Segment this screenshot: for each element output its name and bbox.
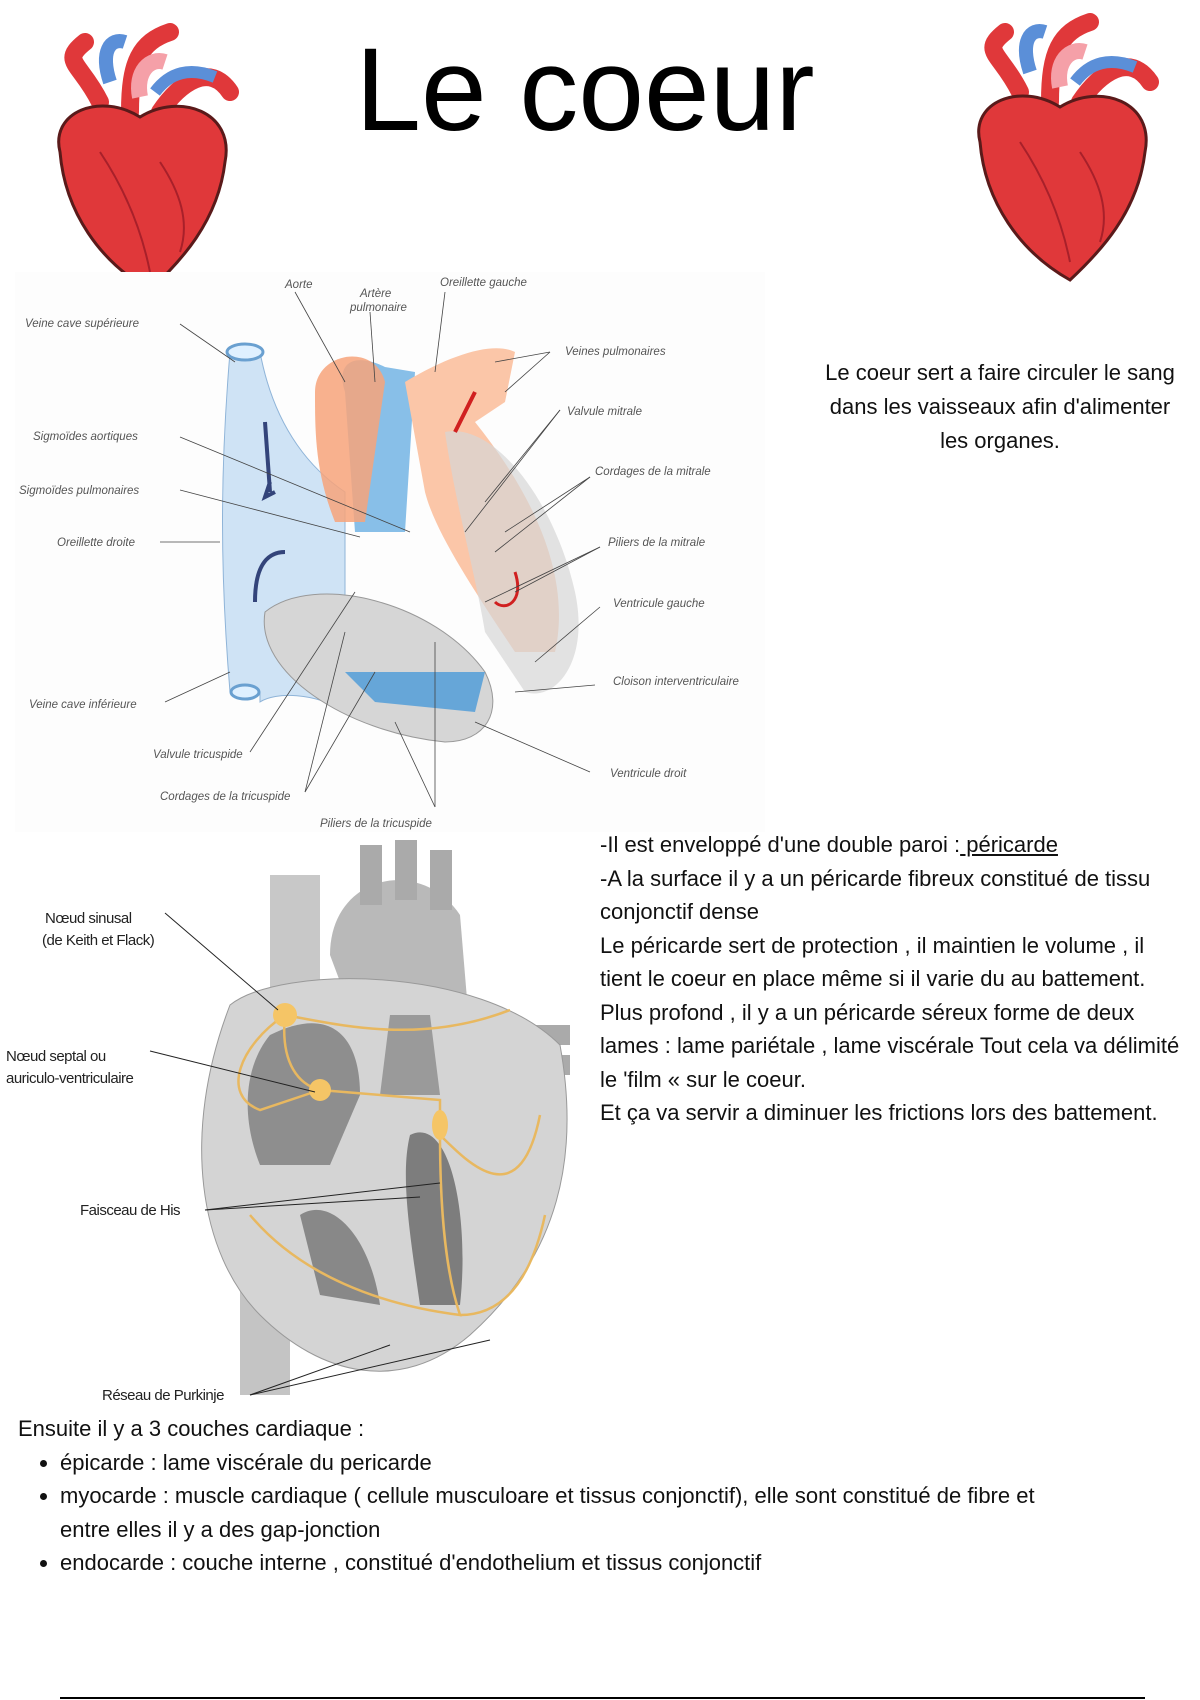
pericarde-friction: Et ça va servir a diminuer les frictions… [600, 1100, 1158, 1125]
pericarde-line1-text: -Il est enveloppé d'une double paroi : [600, 832, 961, 857]
layer-epicarde: épicarde : lame viscérale du pericarde [60, 1446, 1118, 1480]
page-title: Le coeur [355, 24, 815, 156]
label-cordages-tricuspide: Cordages de la tricuspide [160, 791, 290, 803]
label-ventricule-gauche: Ventricule gauche [613, 598, 705, 610]
layers-intro: Ensuite il y a 3 couches cardiaque : [18, 1416, 365, 1441]
label-noeud-septal-2: auriculo-ventriculaire [6, 1070, 134, 1087]
heart-anatomy-diagram: Aorte Artère pulmonaire Oreillette gauch… [15, 272, 765, 832]
label-ventricule-droit: Ventricule droit [610, 768, 687, 780]
cardiac-layers-section: Ensuite il y a 3 couches cardiaque : épi… [18, 1412, 1118, 1580]
pericarde-section: -Il est enveloppé d'une double paroi : p… [600, 828, 1190, 1130]
pericarde-sereux: Plus profond , il y a un péricarde séreu… [600, 999, 1180, 1092]
layers-list: épicarde : lame viscérale du pericarde m… [18, 1446, 1118, 1580]
label-oreillette-gauche: Oreillette gauche [440, 277, 527, 289]
heart-illustration-left [57, 23, 239, 292]
label-aorte: Aorte [284, 279, 313, 291]
label-veine-cave-inferieure: Veine cave inférieure [29, 699, 137, 711]
pericarde-line1: -Il est enveloppé d'une double paroi : p… [600, 828, 1190, 862]
pericarde-term: péricarde [960, 832, 1058, 857]
intro-text: Le coeur sert a faire circuler le sang d… [825, 360, 1175, 453]
label-cordages-mitrale: Cordages de la mitrale [595, 466, 711, 478]
label-artere-pulmonaire-2: pulmonaire [349, 302, 407, 314]
label-veines-pulmonaires: Veines pulmonaires [565, 346, 666, 358]
pericarde-fibreux: -A la surface il y a un péricarde fibreu… [600, 865, 1151, 925]
heart-conduction-diagram: Nœud sinusal (de Keith et Flack) Nœud se… [6, 840, 570, 1404]
label-noeud-septal: Nœud septal ou [6, 1048, 106, 1065]
label-piliers-tricuspide: Piliers de la tricuspide [320, 818, 432, 830]
label-sigmoides-aortiques: Sigmoïdes aortiques [33, 431, 138, 443]
label-veine-cave-superieure: Veine cave supérieure [25, 318, 139, 330]
label-reseau-purkinje: Réseau de Purkinje [102, 1387, 224, 1404]
layer-endocarde: endocarde : couche interne , constitué d… [60, 1546, 1118, 1580]
label-piliers-mitrale: Piliers de la mitrale [608, 537, 705, 549]
label-valvule-tricuspide: Valvule tricuspide [153, 749, 243, 761]
label-sigmoides-pulmonaires: Sigmoïdes pulmonaires [19, 485, 139, 497]
label-valvule-mitrale: Valvule mitrale [567, 406, 642, 418]
label-faisceau-his: Faisceau de His [80, 1202, 180, 1219]
label-oreillette-droite: Oreillette droite [57, 537, 135, 549]
heart-illustration-right [977, 13, 1159, 282]
label-artere-pulmonaire: Artère [359, 288, 391, 300]
layer-myocarde: myocarde : muscle cardiaque ( cellule mu… [60, 1479, 1040, 1546]
label-cloison: Cloison interventriculaire [613, 676, 739, 688]
pericarde-role: Le péricarde sert de protection , il mai… [600, 932, 1146, 992]
label-noeud-sinusal: Nœud sinusal [45, 910, 132, 927]
label-noeud-sinusal-2: (de Keith et Flack) [42, 932, 155, 949]
page-divider [60, 1697, 1145, 1699]
